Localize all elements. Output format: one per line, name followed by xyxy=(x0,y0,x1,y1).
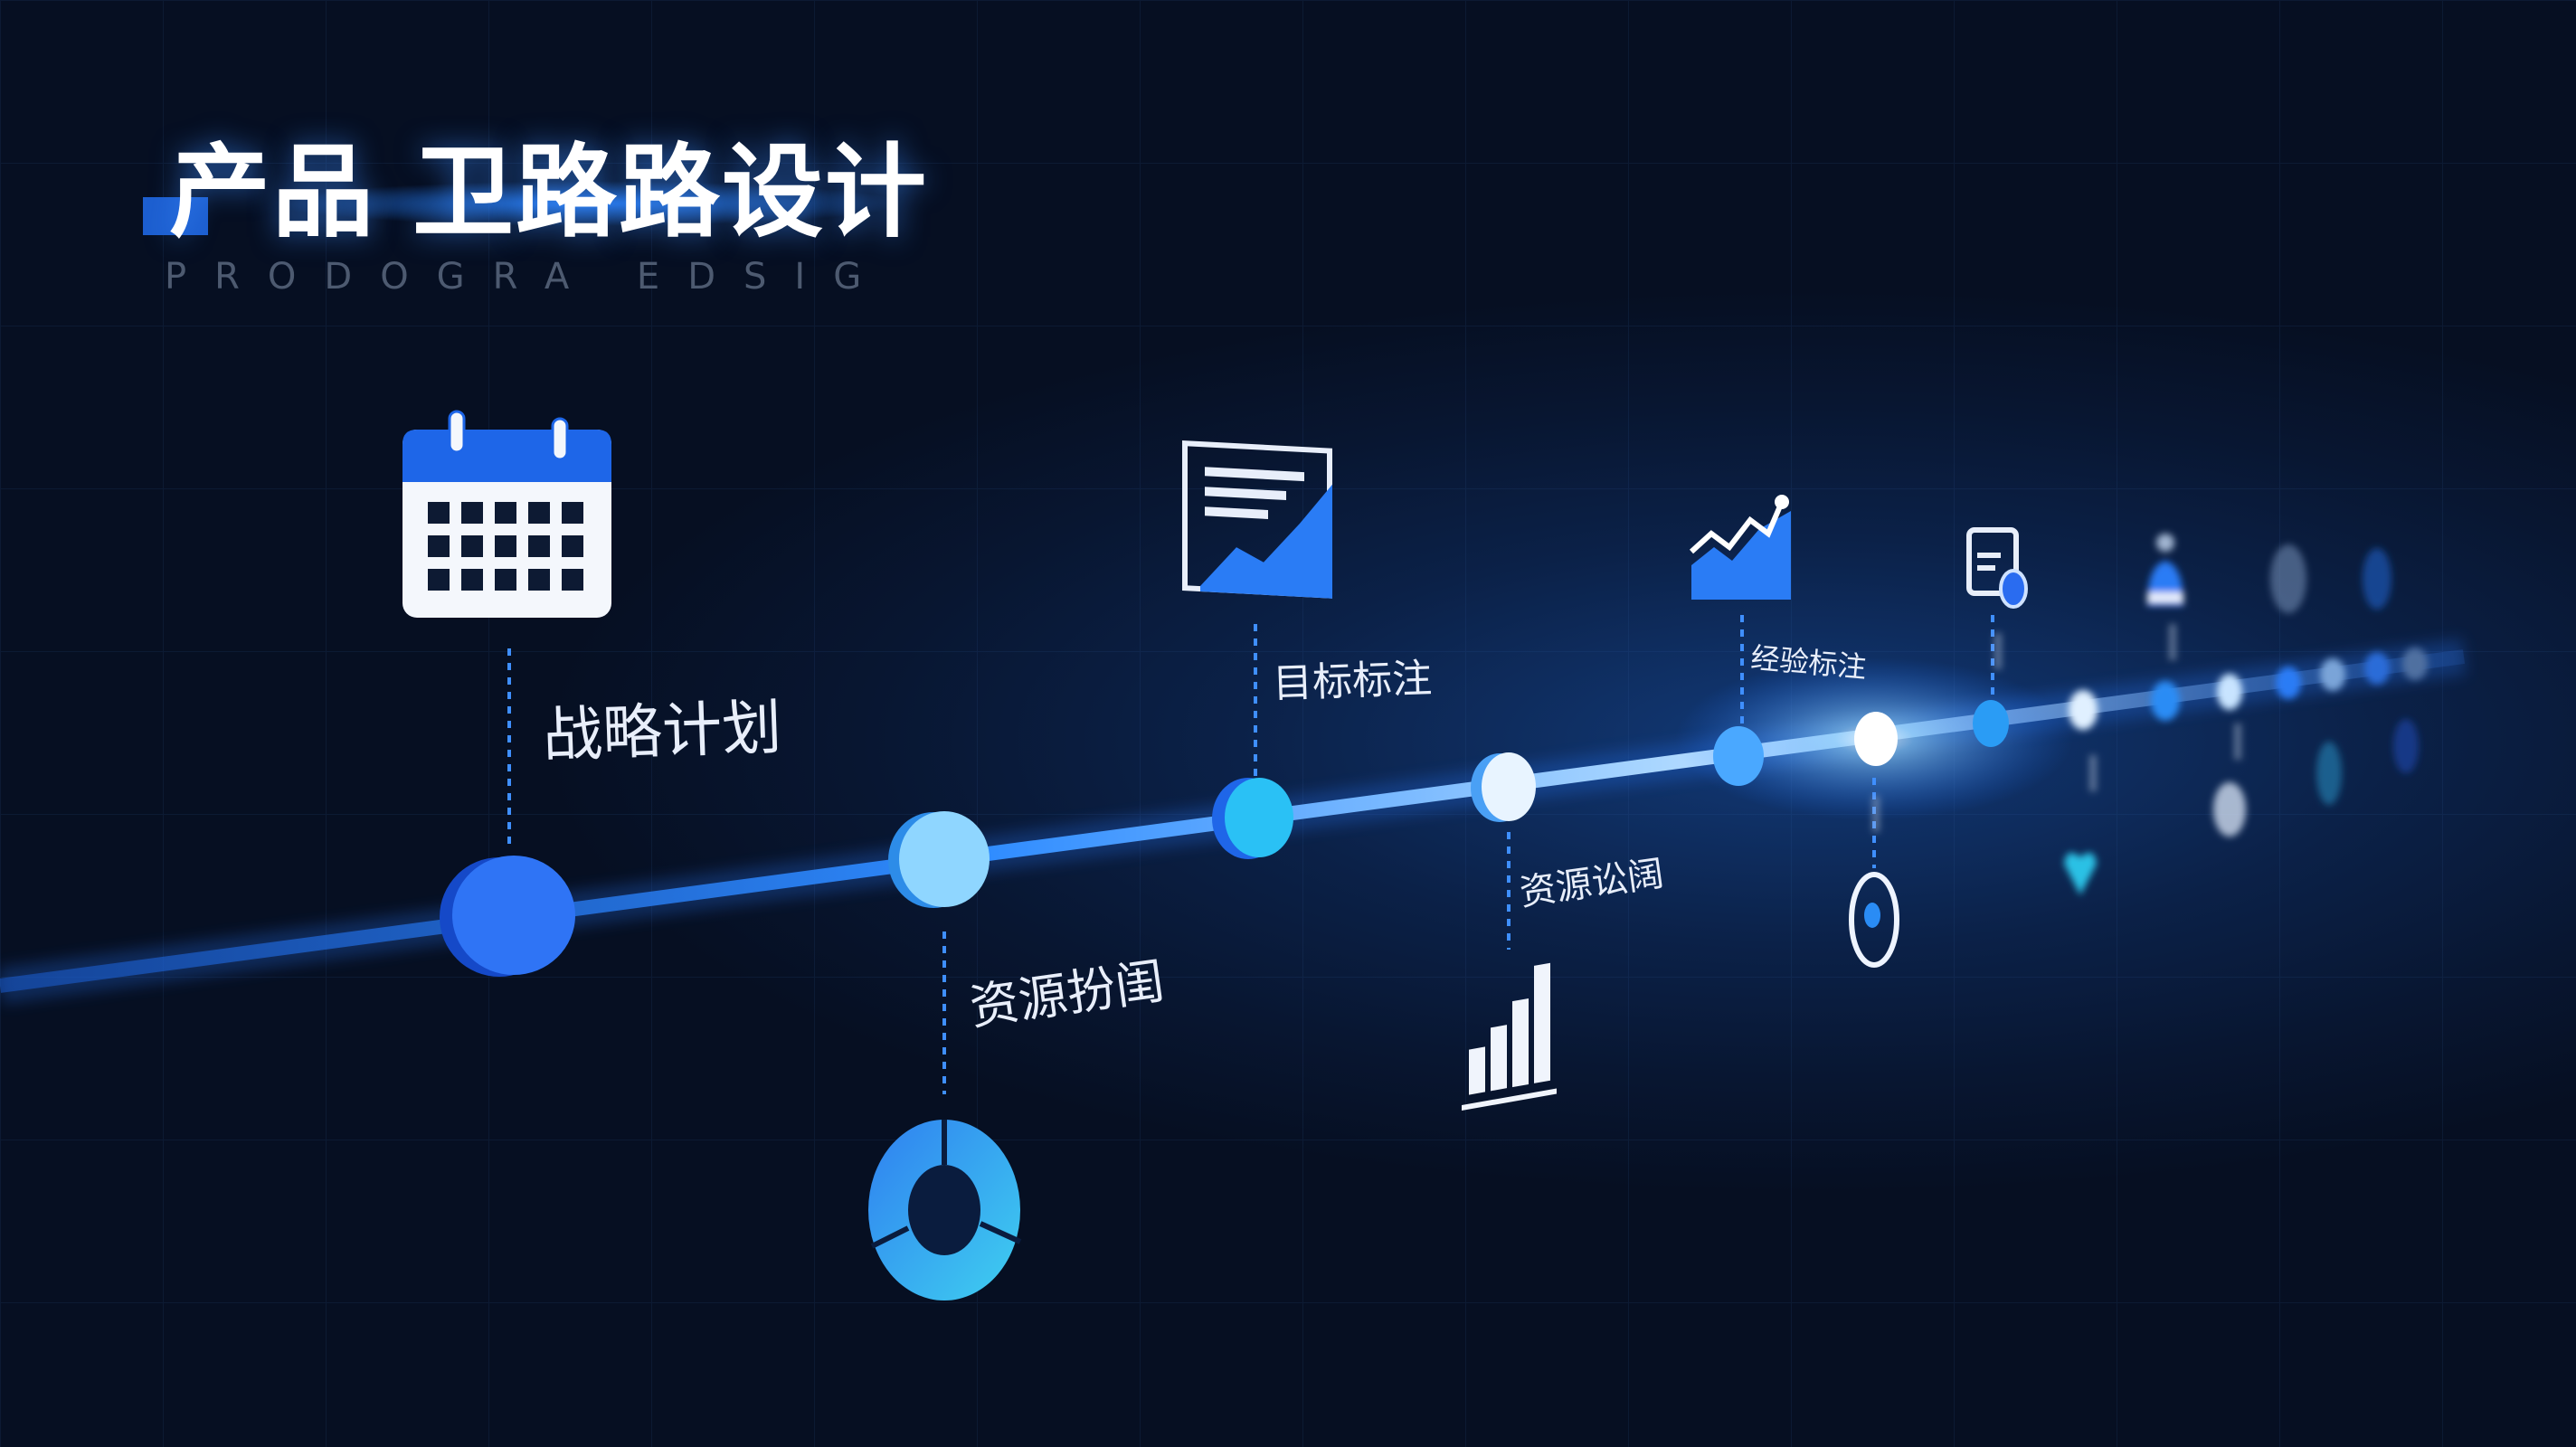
milestone-node xyxy=(2276,667,2301,699)
milestone-node xyxy=(1225,778,1293,857)
page-title: 产品 卫路路设计 xyxy=(169,134,928,251)
connectors xyxy=(507,615,1994,1094)
donut-chart-icon xyxy=(868,1120,1022,1300)
calendar-cell xyxy=(461,569,483,591)
blurred-label xyxy=(1872,796,1880,832)
milestone-node xyxy=(1854,712,1898,766)
milestone-node xyxy=(1713,726,1764,786)
milestone-node xyxy=(2151,681,2180,721)
milestone-node xyxy=(1482,752,1536,821)
document-chart-icon xyxy=(1182,440,1332,599)
milestone-node xyxy=(1973,700,2009,747)
milestone-node xyxy=(2320,658,2345,691)
calendar-cell xyxy=(528,502,550,524)
heart-icon xyxy=(2064,852,2097,895)
blurred-label xyxy=(2169,624,2176,660)
milestone-node xyxy=(2069,690,2098,730)
blurred-label xyxy=(2234,724,2241,760)
page-subtitle: PRODOGRA EDSIG xyxy=(165,256,890,298)
blurred-label xyxy=(1994,633,2002,669)
blurred-icon xyxy=(2213,782,2246,837)
blurred-label xyxy=(2089,755,2097,791)
milestone-label: 战略计划 xyxy=(541,692,783,771)
calendar-cell xyxy=(495,502,516,524)
target-ring-icon xyxy=(1849,872,1899,968)
milestone-node xyxy=(2364,652,2390,685)
area-chart-icon xyxy=(1689,495,1791,600)
blurred-icon xyxy=(2363,548,2391,610)
calendar-cell xyxy=(495,535,516,557)
calendar-cell xyxy=(562,502,583,524)
blurred-icon xyxy=(2316,742,2342,805)
title-accent-square xyxy=(143,197,208,235)
blurred-icon xyxy=(2393,719,2419,773)
calendar-cell xyxy=(428,535,450,557)
milestone-label: 目标标注 xyxy=(1272,655,1433,707)
calendar-cell xyxy=(528,569,550,591)
milestone-node xyxy=(452,856,575,975)
document-settings-icon xyxy=(1966,527,2028,609)
person-icon xyxy=(2147,534,2183,606)
milestone-node xyxy=(2217,674,2242,710)
timeline-nodes xyxy=(440,648,2428,977)
calendar-icon xyxy=(402,410,611,618)
title-glow xyxy=(271,181,904,226)
calendar-cell xyxy=(428,502,450,524)
bar-chart-icon xyxy=(1462,962,1557,1111)
milestone-node xyxy=(899,811,990,907)
calendar-cell xyxy=(461,502,483,524)
blurred-icon xyxy=(2270,544,2306,613)
calendar-cell xyxy=(495,569,516,591)
calendar-cell xyxy=(428,569,450,591)
calendar-cell xyxy=(562,569,583,591)
calendar-cell xyxy=(461,535,483,557)
calendar-cell xyxy=(528,535,550,557)
calendar-cell xyxy=(562,535,583,557)
milestone-node xyxy=(2402,648,2428,680)
